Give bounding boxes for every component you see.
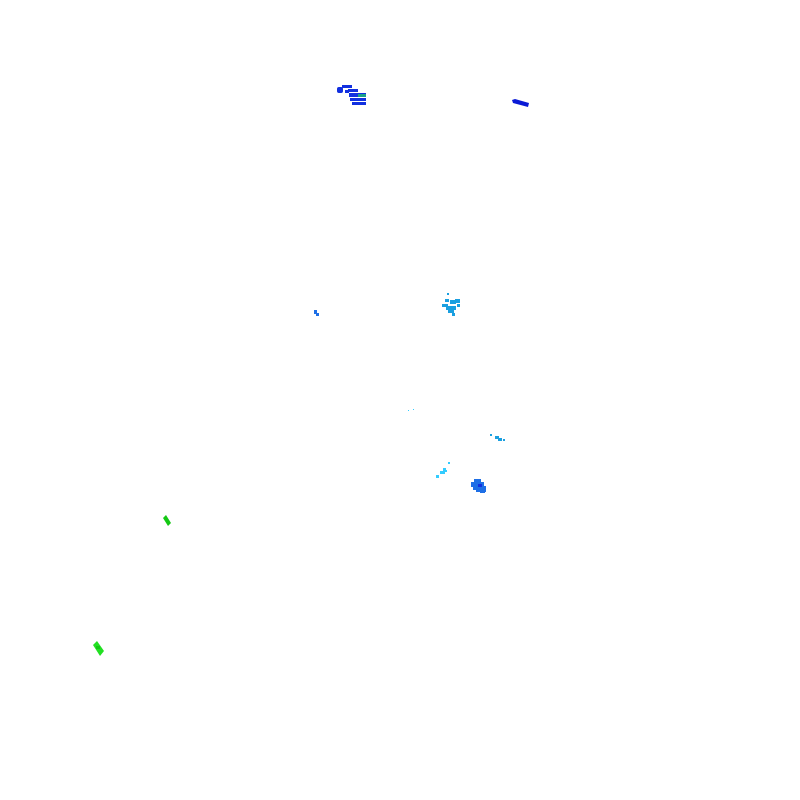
echo-streak-north-right xyxy=(512,99,529,107)
echo-cluster-south-right xyxy=(471,479,486,493)
echo-cluster-center-right xyxy=(442,293,460,316)
echo-speck-center xyxy=(408,409,414,411)
echo-cluster-north-left xyxy=(337,85,366,105)
echo-cell-west xyxy=(163,515,171,526)
echo-speck-center-left xyxy=(314,310,319,316)
echo-cluster-south-small xyxy=(436,462,450,478)
echo-cell-southwest xyxy=(93,641,104,656)
echo-cluster-east-small xyxy=(490,434,505,441)
